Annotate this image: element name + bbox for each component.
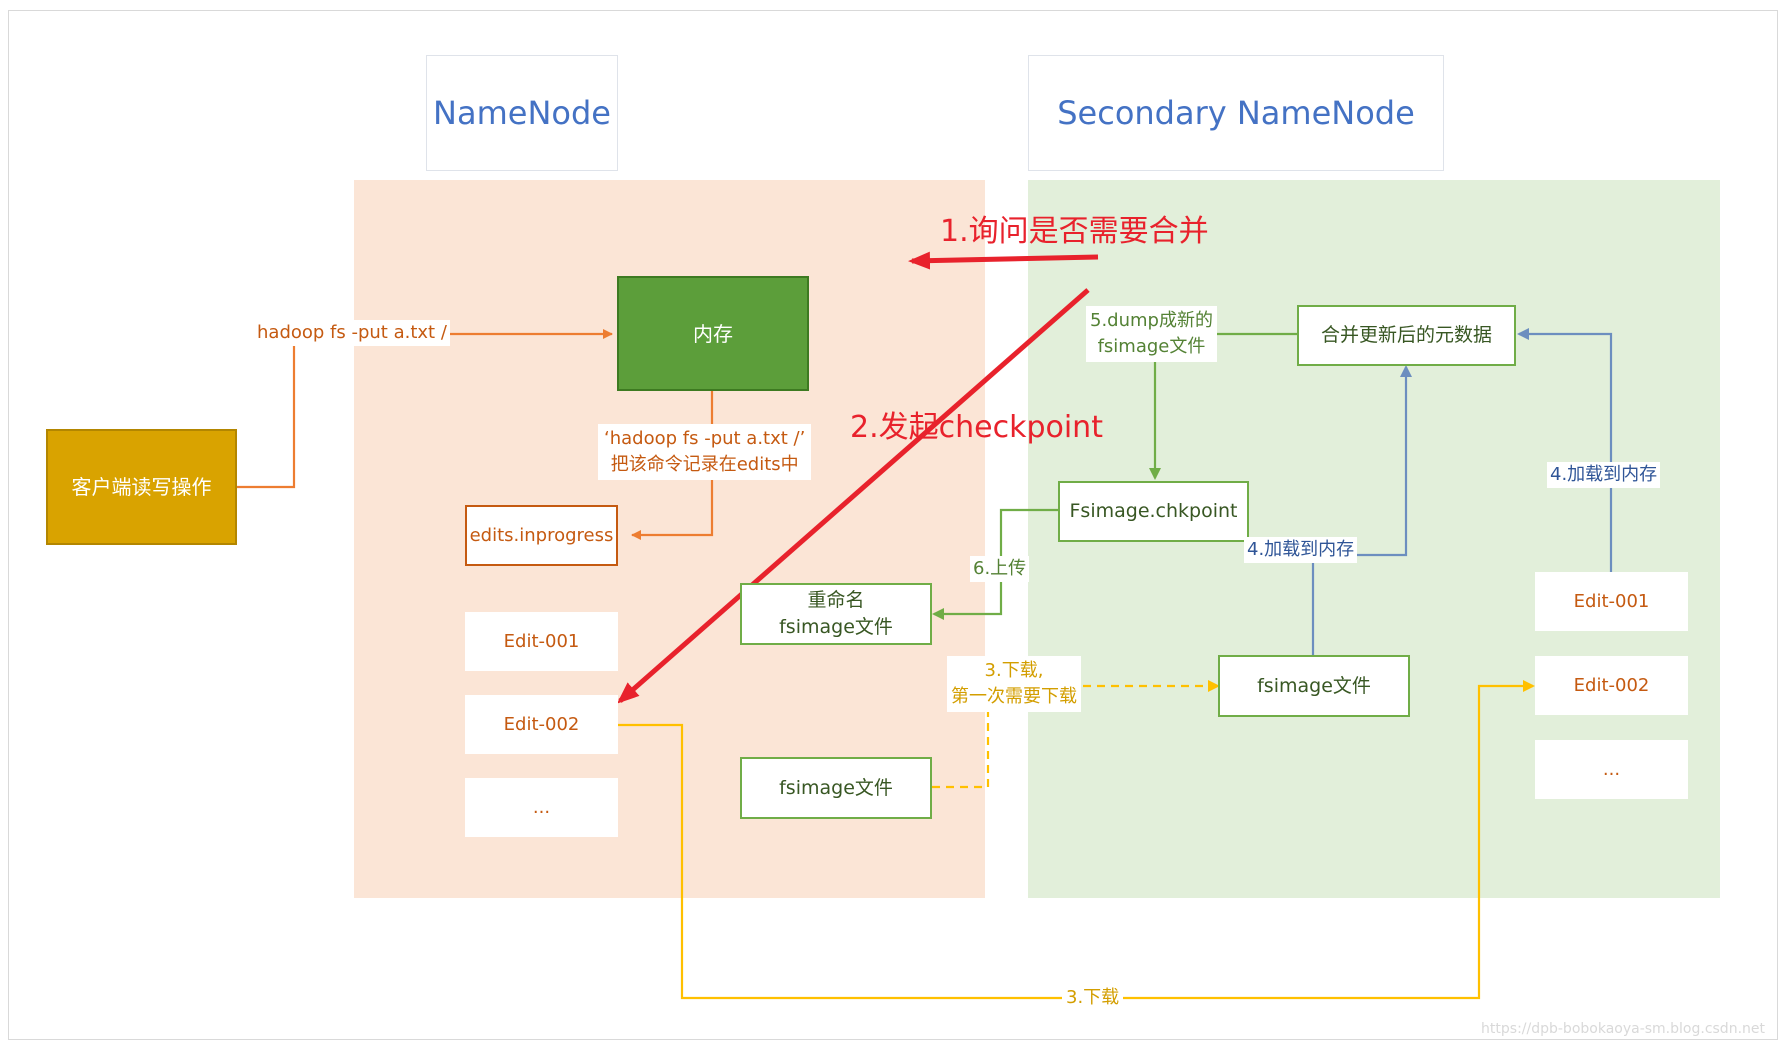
secondary-edit-002-box: Edit-002	[1535, 656, 1688, 715]
step5-dump-line2: fsimage文件	[1097, 336, 1206, 358]
memory-box: 内存	[617, 276, 809, 391]
fsimage-chkpoint-label: Fsimage.chkpoint	[1069, 500, 1238, 523]
secondary-edit-002-label: Edit-002	[1573, 674, 1650, 696]
load-edits-connector	[1517, 328, 1613, 572]
renamed-fsimage-line2: fsimage文件	[779, 616, 893, 638]
client-operation-label: 客户端读写操作	[71, 475, 212, 499]
record-edits-label: ‘hadoop fs -put a.txt /’ 把该命令记录在edits中	[598, 424, 812, 481]
step5-dump-label: 5.dump成新的 fsimage文件	[1086, 306, 1217, 363]
record-edits-line2: 把该命令记录在edits中	[610, 454, 799, 476]
step1-label: 1.询问是否需要合并	[940, 214, 1209, 249]
fsimage-chkpoint-box: Fsimage.chkpoint	[1058, 481, 1249, 542]
step3-download-line1: 3.下载,	[984, 660, 1044, 681]
namenode-title: NameNode	[426, 55, 618, 171]
client-to-memory-connector	[237, 329, 613, 489]
record-edits-line1: ‘hadoop fs -put a.txt /’	[604, 428, 806, 449]
step4-left-label: 4.加载到内存	[1244, 537, 1358, 564]
secondary-edit-more-label: ...	[1602, 758, 1621, 780]
secondary-edit-001-label: Edit-001	[1573, 590, 1650, 612]
namenode-edit-more-label: ...	[532, 796, 551, 818]
merged-metadata-label: 合并更新后的元数据	[1320, 324, 1492, 347]
secondary-edit-001-box: Edit-001	[1535, 572, 1688, 631]
ask-merge-arrow	[908, 251, 1099, 270]
namenode-edit-002-label: Edit-002	[503, 713, 580, 735]
secondary-edit-more-box: ...	[1535, 740, 1688, 799]
diagram-frame	[8, 10, 1778, 1040]
step3-bottom-label: 3.下载	[1062, 985, 1124, 1012]
step4-right-label: 4.加载到内存	[1547, 462, 1661, 489]
checkpoint-arrow	[616, 288, 1090, 704]
edits-inprogress-box: edits.inprogress	[465, 505, 618, 566]
download-edits-connector	[618, 680, 1535, 1000]
secondary-fsimage-box: fsimage文件	[1218, 655, 1410, 717]
namenode-edit-001-box: Edit-001	[465, 612, 618, 671]
namenode-edit-001-label: Edit-001	[503, 630, 580, 652]
merged-metadata-box: 合并更新后的元数据	[1297, 305, 1516, 366]
step5-dump-line1: 5.dump成新的	[1090, 310, 1213, 331]
namenode-edit-002-box: Edit-002	[465, 695, 618, 754]
step3-download-line2: 第一次需要下载	[951, 686, 1077, 708]
secondary-namenode-title: Secondary NameNode	[1028, 55, 1444, 171]
put-command-label: hadoop fs -put a.txt /	[254, 320, 450, 347]
client-operation-box: 客户端读写操作	[46, 429, 237, 545]
download-fsimage-connector	[932, 680, 1220, 789]
namenode-fsimage-box: fsimage文件	[740, 757, 932, 819]
namenode-edit-more-box: ...	[465, 778, 618, 837]
memory-label: 内存	[693, 321, 733, 346]
secondary-fsimage-label: fsimage文件	[1257, 674, 1371, 697]
step2-label: 2.发起checkpoint	[850, 410, 1103, 445]
step6-upload-label: 6.上传	[970, 556, 1030, 583]
renamed-fsimage-box: 重命名 fsimage文件	[740, 583, 932, 645]
load-fsimage-connector	[1311, 365, 1412, 655]
namenode-fsimage-label: fsimage文件	[779, 776, 893, 799]
step3-download-label: 3.下载, 第一次需要下载	[947, 656, 1081, 713]
edits-inprogress-label: edits.inprogress	[469, 524, 614, 546]
watermark: https://dpb-bobokaoya-sm.blog.csdn.net	[1481, 1021, 1765, 1037]
renamed-fsimage-line1: 重命名	[807, 589, 865, 612]
